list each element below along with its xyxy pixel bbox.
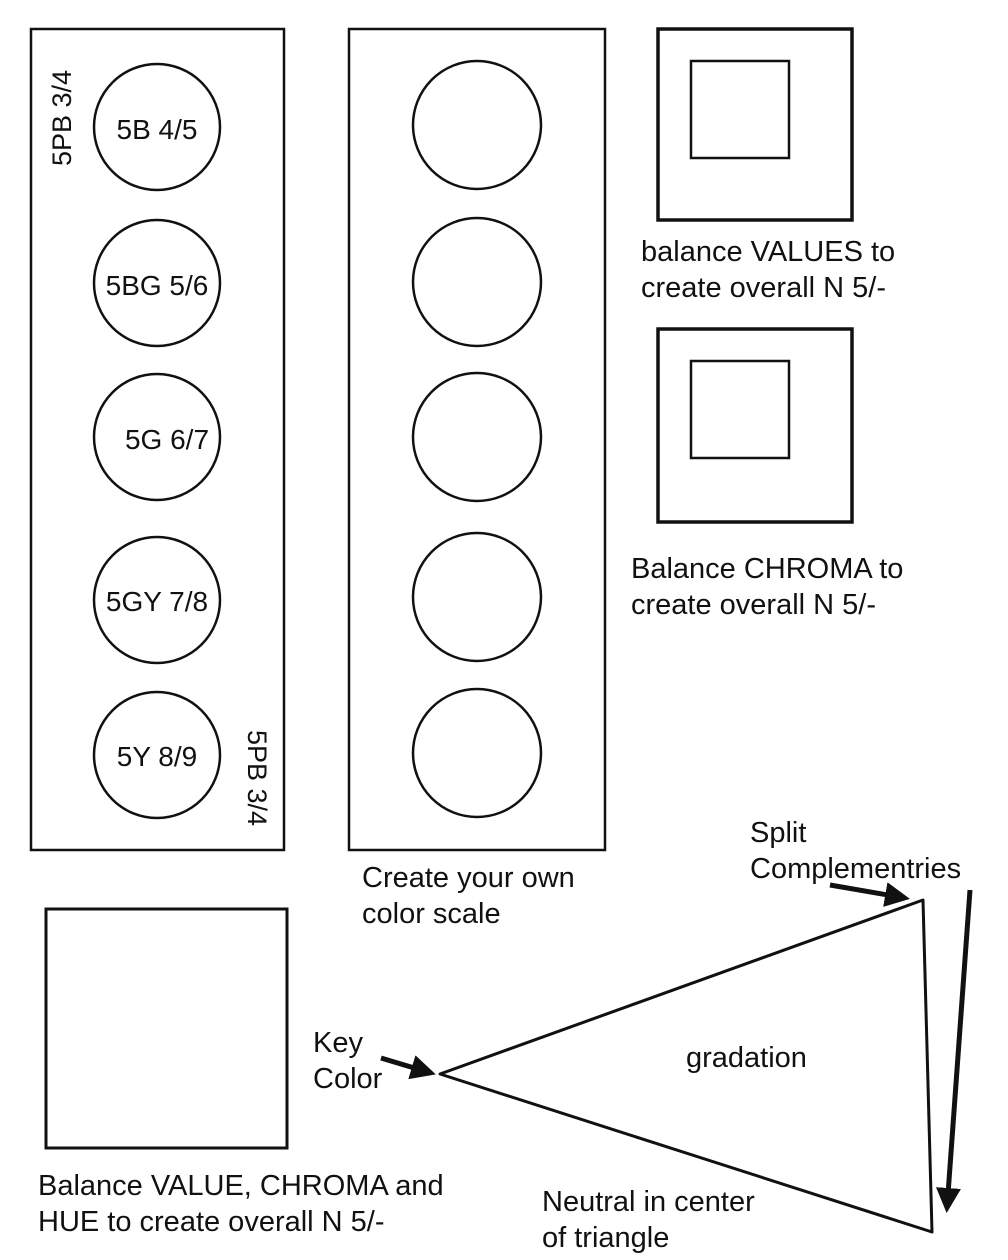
- value-balance-caption-line-1: balance VALUES to: [641, 236, 896, 268]
- swatch-label-2: 5BG 5/6: [105, 270, 209, 301]
- neutral-center-label-line-2: of triangle: [542, 1222, 670, 1254]
- swatch-label-1: 5B 4/5: [116, 114, 198, 145]
- custom-scale-caption: Create your own color scale: [362, 860, 575, 932]
- full-balance-square: [44, 907, 289, 1150]
- swatch-circle-3: [92, 372, 222, 502]
- empty-swatch-5: [411, 687, 543, 819]
- swatch-circle-2: [92, 218, 222, 348]
- swatch-circle-1: [92, 62, 222, 192]
- chroma-balance-caption-line-1: Balance CHROMA to: [631, 553, 904, 585]
- swatch-circle-5: [92, 690, 222, 820]
- key-color-label-line-2: Color: [313, 1063, 383, 1095]
- empty-swatch-1: [411, 59, 543, 191]
- bottom-side-label: 5PB 3/4: [242, 729, 272, 827]
- chroma-balance-outer: [656, 327, 854, 524]
- neutral-center-label-line-1: Neutral in center: [542, 1186, 755, 1218]
- swatch-circle-4: [92, 535, 222, 665]
- split-complement-arrow: [829, 882, 910, 907]
- custom-scale-caption-line-2: color scale: [362, 898, 501, 930]
- value-balance-outer: [656, 27, 854, 222]
- chroma-balance-caption: Balance CHROMA to create overall N 5/-: [631, 551, 903, 623]
- split-complement-label-line-1: Split: [750, 817, 807, 849]
- neutral-center-label: Neutral in center of triangle: [542, 1184, 755, 1256]
- swatch-label-3: 5G 6/7: [124, 424, 210, 455]
- full-balance-caption: Balance VALUE, CHROMA and HUE to create …: [38, 1168, 444, 1240]
- split-complement-long-arrow: [935, 889, 973, 1213]
- chroma-balance-inner: [689, 359, 791, 460]
- empty-swatch-4: [411, 531, 543, 663]
- key-color-label: Key Color: [313, 1025, 382, 1097]
- key-color-arrow: [380, 1055, 436, 1080]
- full-balance-caption-line-2: HUE to create overall N 5/-: [38, 1206, 385, 1238]
- top-side-label: 5PB 3/4: [47, 69, 77, 167]
- chroma-balance-caption-line-2: create overall N 5/-: [631, 589, 876, 621]
- full-balance-caption-line-1: Balance VALUE, CHROMA and: [38, 1170, 444, 1202]
- value-balance-caption: balance VALUES to create overall N 5/-: [641, 234, 895, 306]
- gradation-triangle: [438, 898, 934, 1234]
- custom-scale-panel: [347, 27, 607, 852]
- value-balance-inner: [689, 59, 791, 160]
- value-balance-caption-line-2: create overall N 5/-: [641, 272, 886, 304]
- custom-scale-caption-line-1: Create your own: [362, 862, 575, 894]
- swatch-label-5: 5Y 8/9: [116, 741, 198, 772]
- key-color-label-line-1: Key: [313, 1027, 363, 1059]
- empty-swatch-2: [411, 216, 543, 348]
- swatch-label-4: 5GY 7/8: [105, 586, 209, 617]
- hue-scale-panel: [29, 27, 286, 852]
- empty-swatch-3: [411, 371, 543, 503]
- split-complement-label-line-2: Complementries: [750, 853, 962, 885]
- gradation-label: gradation: [686, 1042, 807, 1074]
- split-complement-label: Split Complementries: [750, 815, 961, 887]
